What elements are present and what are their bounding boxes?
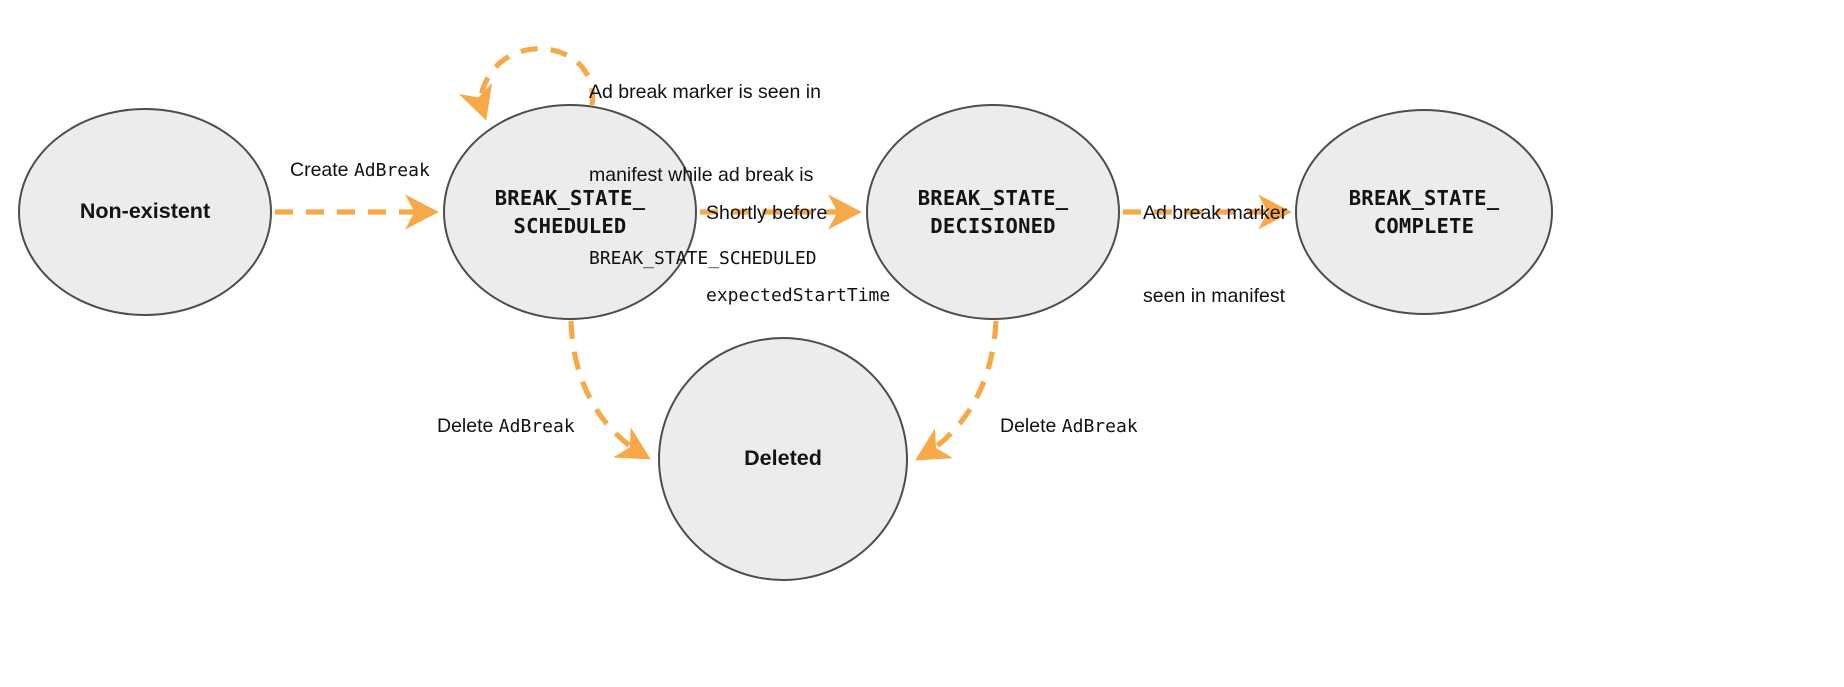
edge-label-scheduled-to-decisioned: Shortly before expectedStartTime [706,145,890,364]
edge-label-code: expectedStartTime [706,285,891,307]
edge-scheduled-self-loop [458,46,596,121]
node-deleted[interactable]: Deleted [658,337,908,581]
edge-label-scheduled-self-loop: Ad break marker is seen in manifest whil… [589,24,821,326]
edge-label-scheduled-to-deleted: Delete AdBreak [437,413,575,441]
edge-label-line-1: Ad break marker is seen in [589,81,821,104]
edge-decisioned-to-deleted [915,320,999,461]
edge-label-text: Delete [1000,415,1062,437]
node-break-state-scheduled-label: BREAK_STATE_ SCHEDULED [487,184,654,241]
edge-label-code: AdBreak [498,416,575,437]
node-deleted-label: Deleted [744,446,822,471]
node-label-line-1: BREAK_STATE_ [494,185,646,210]
node-break-state-decisioned[interactable]: BREAK_STATE_ DECISIONED [866,104,1120,320]
edge-label-line-1: Shortly before [706,202,828,225]
node-label-line-2: COMPLETE [1373,214,1475,238]
edge-label-decisioned-to-complete: Ad break marker seen in manifest [1143,145,1287,367]
node-label-line-2: DECISIONED [930,214,1056,238]
node-break-state-decisioned-label: BREAK_STATE_ DECISIONED [910,184,1077,241]
edge-label-code: AdBreak [1061,416,1138,437]
node-break-state-complete-label: BREAK_STATE_ COMPLETE [1341,184,1508,241]
node-break-state-complete[interactable]: BREAK_STATE_ COMPLETE [1295,109,1553,315]
node-label-line-1: BREAK_STATE_ [1348,185,1500,210]
node-label-line-2: SCHEDULED [513,214,627,238]
node-non-existent-label: Non-existent [79,199,211,224]
edge-label-decisioned-to-deleted: Delete AdBreak [1000,413,1138,441]
node-label-line-1: BREAK_STATE_ [917,185,1069,210]
edge-label-create-adbreak: Create AdBreak [290,157,430,185]
edge-label-code: AdBreak [353,160,430,181]
edge-label-text: Create [290,159,354,181]
edge-scheduled-to-deleted [568,320,651,460]
edge-label-line-1: Ad break marker [1143,202,1288,225]
node-break-state-scheduled[interactable]: BREAK_STATE_ SCHEDULED [443,104,697,320]
edge-label-text: Delete [437,415,499,437]
edge-label-line-2: manifest while ad break is [589,164,814,187]
node-non-existent[interactable]: Non-existent [18,108,272,316]
edge-label-line-2: seen in manifest [1143,285,1285,308]
edge-label-code: BREAK_STATE_SCHEDULED [589,247,817,269]
